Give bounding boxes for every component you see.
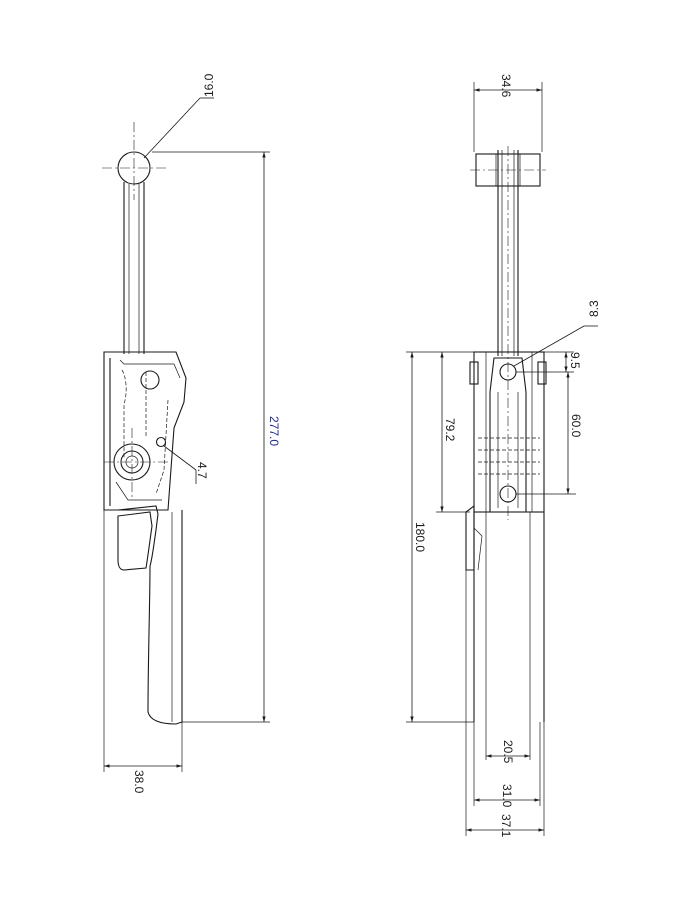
small-pivot-hole: [155, 436, 167, 448]
dim-hole-spacing-label: 60.0: [569, 414, 583, 438]
dim-hole-spacing: 60.0: [516, 372, 583, 495]
dim-body-height-label: 79.2: [443, 418, 457, 442]
lever-grip: [117, 511, 153, 571]
dim-overall-height: 277.0: [152, 151, 281, 723]
lever: [117, 505, 183, 725]
dim-inner-width: 20.5: [486, 740, 530, 764]
dim-overall-height-label: 277.0: [267, 416, 281, 446]
dim-pivot-hole: 4.7: [163, 445, 209, 484]
dim-base-height-label: 180.0: [413, 522, 427, 552]
front-view: 34.6 8.3 9.5 60.0 79.2: [406, 74, 601, 838]
dim-side-width-label: 38.0: [132, 770, 146, 794]
side-view: 16.0 277.0 4.7 38.0: [102, 73, 281, 794]
dim-outer-width-label: 37.1: [499, 814, 513, 838]
dim-pin-offset-label: 9.5: [568, 352, 582, 369]
dim-head-width-label: 34.6: [499, 74, 513, 98]
dim-ball-diameter: 16.0: [143, 73, 216, 159]
dim-pin-hole-label: 8.3: [587, 300, 601, 317]
dim-outer-width: 37.1: [465, 570, 545, 838]
dim-ball-diameter-label: 16.0: [202, 73, 216, 97]
clamp-body: [103, 351, 187, 511]
main-pivot: [104, 428, 170, 498]
front-body: [469, 351, 547, 513]
front-rod: [497, 146, 519, 520]
upper-pin: [140, 370, 160, 390]
dim-inner-width-label: 20.5: [501, 740, 515, 764]
dim-pin-hole: 8.3: [513, 300, 601, 367]
dim-mid-width: 31.0: [473, 722, 541, 808]
dim-side-width: 38.0: [103, 510, 183, 794]
front-base: [465, 504, 545, 760]
dim-mid-width-label: 31.0: [500, 784, 514, 808]
handle-rod: [123, 182, 145, 354]
dim-head-width: 34.6: [473, 74, 543, 152]
dim-body-height: 79.2: [436, 351, 474, 513]
dim-base-height: 180.0: [406, 351, 474, 723]
dim-pivot-hole-label: 4.7: [195, 462, 209, 479]
dim-pin-offset: 9.5: [516, 351, 582, 373]
